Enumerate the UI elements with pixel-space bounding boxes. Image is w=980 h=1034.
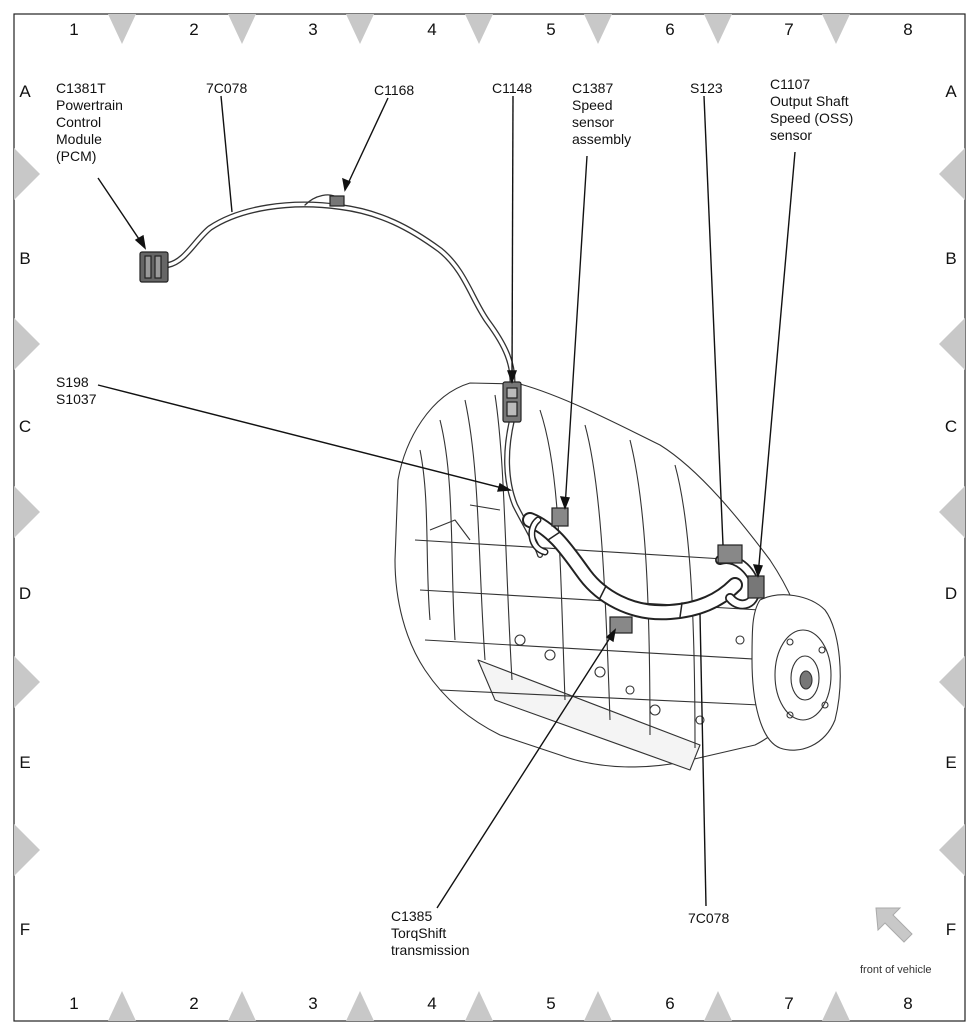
grid-row-d-left: D [18, 584, 32, 603]
grid-row-f-right: F [945, 920, 957, 939]
label-line: Speed [572, 97, 613, 113]
label-line: C1385 [391, 908, 433, 924]
label-line: assembly [572, 131, 632, 147]
label-line: C1107 [770, 76, 811, 92]
label-line: 7C078 [688, 910, 730, 926]
left-grid-markers [14, 148, 40, 876]
grid-col-1-top: 1 [69, 20, 79, 39]
grid-col-6-bottom: 6 [665, 994, 675, 1013]
bottom-grid-markers [108, 991, 850, 1021]
c1107-connector-body [747, 575, 765, 599]
grid-col-1-bottom: 1 [69, 994, 79, 1013]
s123-connector-body [717, 544, 743, 564]
c1387-connector-body [551, 507, 569, 527]
label-line: Speed (OSS) [770, 110, 854, 126]
label-c1148: C1148 [492, 80, 532, 97]
label-line: sensor [770, 127, 813, 143]
label-oss-sensor: C1107 Output Shaft Speed (OSS) sensor [770, 76, 853, 144]
grid-row-a-left: A [19, 82, 31, 101]
grid-col-6-top: 6 [665, 20, 675, 39]
label-harness-7c078-bottom: 7C078 [688, 910, 729, 927]
leader-lines [97, 95, 796, 909]
grid-row-a-right: A [945, 82, 957, 101]
top-grid-markers [108, 14, 850, 44]
front-of-vehicle-arrow [875, 907, 913, 943]
grid-row-b-right: B [945, 249, 957, 268]
c1168-connector-body [329, 195, 345, 207]
label-line: (PCM) [56, 148, 97, 164]
label-line: sensor [572, 114, 615, 130]
grid-row-c-right: C [944, 417, 958, 436]
grid-col-2-bottom: 2 [189, 994, 199, 1013]
label-torqshift: C1385 TorqShift transmission [391, 908, 470, 959]
grid-row-f-left: F [19, 920, 31, 939]
pcm-connector-body [139, 251, 169, 283]
transmission-illustration [394, 382, 841, 771]
label-line: Powertrain [56, 97, 123, 113]
grid-col-7-top: 7 [784, 20, 794, 39]
grid-col-5-top: 5 [546, 20, 556, 39]
grid-col-5-bottom: 5 [546, 994, 556, 1013]
grid-col-8-bottom: 8 [903, 994, 913, 1013]
grid-col-3-bottom: 3 [308, 994, 318, 1013]
label-splices: S198 S1037 [56, 374, 96, 408]
label-s123: S123 [690, 80, 723, 97]
label-pcm-connector: C1381T Powertrain Control Module (PCM) [56, 80, 123, 165]
label-line: 7C078 [206, 80, 248, 96]
label-line: C1387 [572, 80, 614, 96]
label-line: S1037 [56, 391, 97, 407]
grid-col-8-top: 8 [903, 20, 913, 39]
grid-row-c-left: C [18, 417, 32, 436]
grid-row-e-left: E [19, 753, 31, 772]
grid-col-4-bottom: 4 [427, 994, 437, 1013]
grid-col-2-top: 2 [189, 20, 199, 39]
grid-col-7-bottom: 7 [784, 994, 794, 1013]
label-line: C1381T [56, 80, 106, 96]
wiring-harness [165, 194, 761, 621]
connectors [139, 195, 765, 634]
grid-row-b-left: B [19, 249, 31, 268]
label-line: C1148 [492, 80, 533, 96]
label-line: Control [56, 114, 102, 130]
label-speed-sensor: C1387 Speed sensor assembly [572, 80, 631, 148]
grid-col-3-top: 3 [308, 20, 318, 39]
label-line: Output Shaft [770, 93, 849, 109]
label-line: TorqShift [391, 925, 447, 941]
label-line: Module [56, 131, 102, 147]
label-c1168: C1168 [374, 82, 414, 99]
label-line: C1168 [374, 82, 415, 98]
label-line: S123 [690, 80, 723, 96]
grid-col-4-top: 4 [427, 20, 437, 39]
grid-row-e-right: E [945, 753, 957, 772]
label-line: S198 [56, 374, 89, 390]
right-grid-markers [939, 148, 965, 876]
grid-row-d-right: D [944, 584, 958, 603]
label-line: transmission [391, 942, 470, 958]
label-harness-7c078-top: 7C078 [206, 80, 247, 97]
front-of-vehicle-label: front of vehicle [860, 964, 932, 976]
